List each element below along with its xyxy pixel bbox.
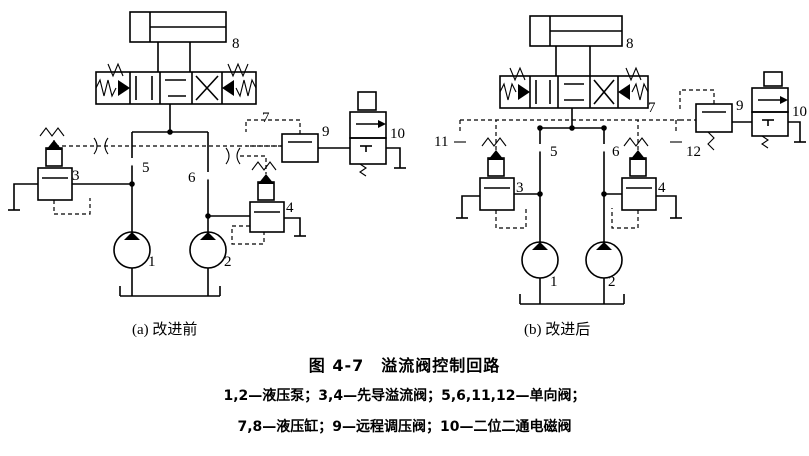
cylinder-8-b xyxy=(529,15,623,76)
label-relief-3-a: 3 xyxy=(72,168,80,184)
label-relief-4-b: 4 xyxy=(658,180,666,196)
check-valve-12-b xyxy=(670,134,682,143)
label-remote-9-a: 9 xyxy=(322,124,330,140)
check-valve-11-b xyxy=(454,134,466,143)
label-valve-7-a: 7 xyxy=(262,110,270,126)
figure-title: 图 4-7 溢流阀控制回路 xyxy=(308,356,501,375)
check-valve-6-b xyxy=(598,144,610,152)
panel-a-circuit: 8 7 xyxy=(8,11,406,297)
label-check-6-a: 6 xyxy=(188,170,196,186)
label-check-12-b: 12 xyxy=(686,144,701,160)
pump-2-b xyxy=(585,241,623,304)
label-cylinder-8-a: 8 xyxy=(232,36,240,52)
relief-valve-4-b xyxy=(604,137,682,229)
label-solenoid-10-b: 10 xyxy=(792,104,807,120)
label-valve-7-b: 7 xyxy=(648,100,656,116)
label-check-5-a: 5 xyxy=(142,160,150,176)
relief-valve-4-a xyxy=(208,161,306,245)
label-pump-2-a: 2 xyxy=(224,254,232,270)
directional-valve-7-b xyxy=(499,66,649,109)
cylinder-8-a xyxy=(129,11,227,72)
caption-panel-b: (b) 改进后 xyxy=(524,322,591,338)
label-check-11-b: 11 xyxy=(434,134,448,150)
label-pump-1-a: 1 xyxy=(148,254,156,270)
directional-valve-7-a xyxy=(95,62,257,105)
label-check-6-b: 6 xyxy=(612,144,620,160)
label-cylinder-8-b: 8 xyxy=(626,36,634,52)
pump-1-a xyxy=(113,231,151,296)
label-relief-4-a: 4 xyxy=(286,200,294,216)
legend-line-2: 7,8—液压缸；9—远程调压阀；10—二位二通电磁阀 xyxy=(237,419,572,435)
solenoid-valve-10-b xyxy=(732,71,806,149)
pump-2-a xyxy=(189,231,227,296)
relief-valve-3-b xyxy=(456,137,540,229)
panel-b-circuit: 8 7 xyxy=(434,15,807,305)
check-valve-5-a xyxy=(126,158,138,166)
label-solenoid-10-a: 10 xyxy=(390,126,405,142)
label-pump-2-b: 2 xyxy=(608,274,616,290)
pump-1-b xyxy=(521,241,559,304)
label-remote-9-b: 9 xyxy=(736,98,744,114)
check-valve-6-a xyxy=(202,172,214,180)
remote-valve-9-b xyxy=(679,89,733,151)
label-pump-1-b: 1 xyxy=(550,274,558,290)
label-relief-3-b: 3 xyxy=(516,180,524,196)
relief-valve-3-a xyxy=(8,127,132,215)
solenoid-valve-10-a xyxy=(318,91,406,177)
caption-panel-a: (a) 改进前 xyxy=(132,322,198,338)
legend-line-1: 1,2—液压泵；3,4—先导溢流阀；5,6,11,12—单向阀； xyxy=(223,388,586,404)
label-check-5-b: 5 xyxy=(550,144,558,160)
check-valve-5-b xyxy=(534,144,546,152)
